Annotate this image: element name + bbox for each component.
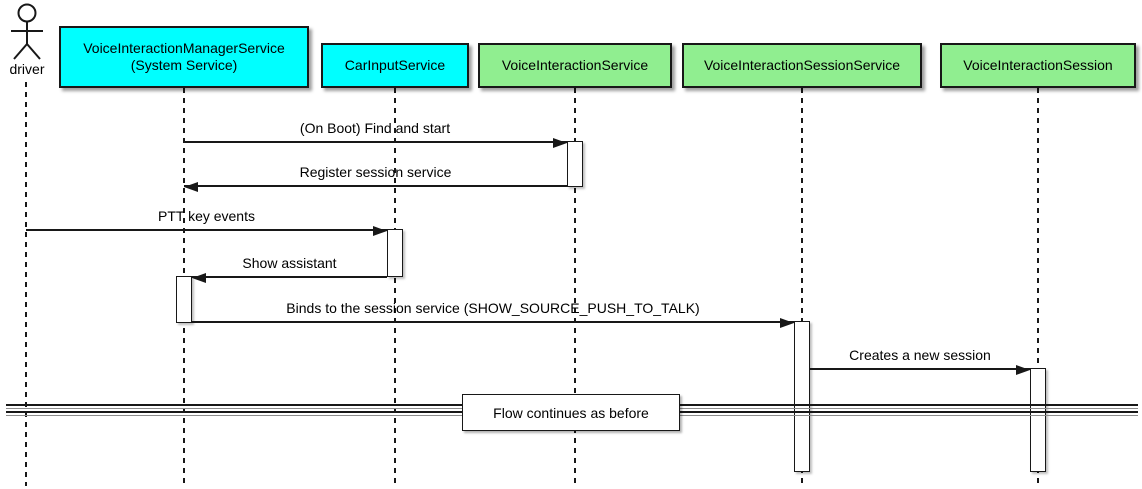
message-line	[184, 185, 567, 187]
participant-voice-interaction-session: VoiceInteractionSession	[940, 43, 1136, 88]
arrowhead-right-icon	[373, 226, 387, 236]
message-label: (On Boot) Find and start	[299, 120, 451, 136]
message-line	[192, 276, 387, 278]
lifeline-voice-interaction-session	[1037, 88, 1039, 486]
arrowhead-right-icon	[780, 318, 794, 328]
activation-voice-interaction-service	[567, 141, 583, 187]
participant-voice-interaction-session-service: VoiceInteractionSessionService	[682, 43, 922, 88]
arrowhead-right-icon	[1016, 365, 1030, 375]
message-label: PTT key events	[157, 208, 255, 224]
actor-label: driver	[9, 61, 45, 77]
message-line	[810, 368, 1030, 370]
message-label: Binds to the session service (SHOW_SOURC…	[286, 300, 700, 316]
actor-icon	[11, 3, 43, 60]
divider-label: Flow continues as before	[493, 404, 649, 421]
activation-voice-interaction-manager-service	[176, 276, 192, 323]
arrowhead-left-icon	[184, 182, 198, 192]
arrowhead-left-icon	[192, 273, 206, 283]
message-label: Register session service	[299, 164, 452, 180]
lifeline-voice-interaction-service	[574, 88, 576, 486]
activation-voice-interaction-session	[1030, 368, 1046, 472]
divider-label-box: Flow continues as before	[462, 394, 680, 431]
participant-label: CarInputService	[344, 57, 446, 73]
participant-label: VoiceInteractionService	[501, 57, 649, 73]
participant-sublabel: (System Service)	[130, 57, 238, 73]
message-label: Creates a new session	[849, 347, 991, 363]
participant-label: VoiceInteractionSession	[963, 57, 1113, 73]
participant-voice-interaction-manager-service: VoiceInteractionManagerService (System S…	[59, 26, 309, 88]
message-line	[192, 321, 794, 323]
activation-car-input-service	[387, 229, 403, 277]
message-label: Show assistant	[242, 255, 337, 271]
arrowhead-right-icon	[553, 138, 567, 148]
participant-label: VoiceInteractionManagerService	[83, 40, 285, 56]
lifeline-driver	[25, 82, 27, 486]
participant-label: VoiceInteractionSessionService	[703, 57, 901, 73]
lifeline-car-input-service	[394, 88, 396, 486]
participant-voice-interaction-service: VoiceInteractionService	[478, 43, 672, 88]
participant-car-input-service: CarInputService	[321, 43, 469, 88]
message-line	[183, 141, 567, 143]
message-line	[26, 229, 387, 231]
activation-voice-interaction-session-service	[794, 321, 810, 472]
lifeline-voice-interaction-session-service	[801, 88, 803, 486]
